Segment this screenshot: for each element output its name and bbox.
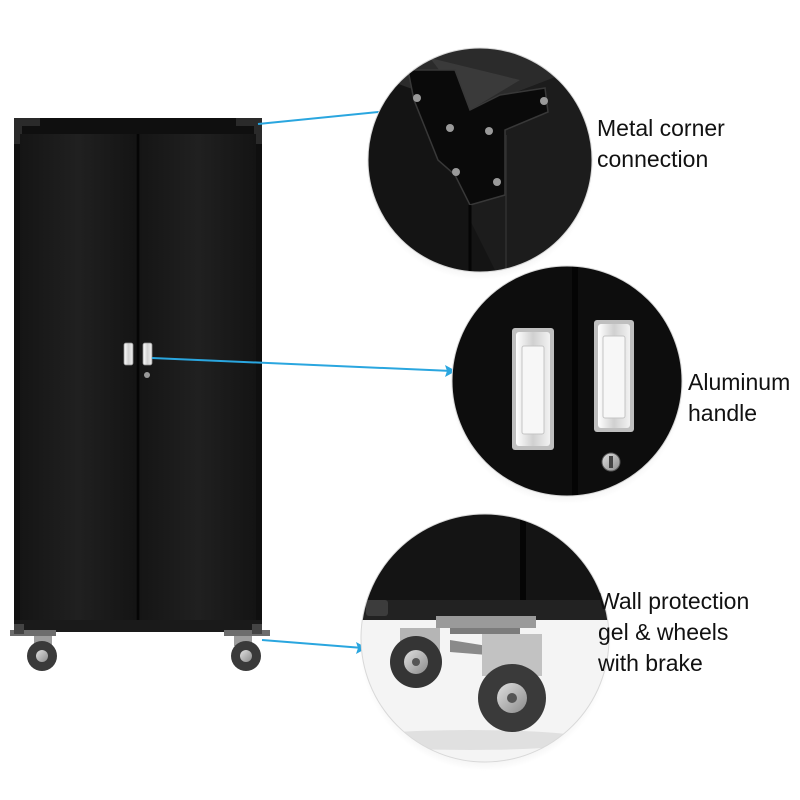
arrow-wheels (261, 639, 364, 649)
detail-circle-handle (450, 265, 684, 504)
callout-aluminum-handle: Aluminum handle (688, 367, 790, 429)
arrow-handle (151, 357, 453, 372)
bracket-bolts (413, 94, 548, 186)
left-door-handle (123, 342, 134, 366)
callout-handle-line1: Aluminum (688, 369, 791, 395)
callout-metal-corner: Metal corner connection (597, 113, 725, 175)
aluminum-handle-left-detail (512, 328, 554, 450)
wall-protection-gel-detail (366, 600, 388, 616)
door-lock (144, 372, 150, 378)
arrow-corner (257, 109, 399, 125)
callout-wheels-line1: Wall protection (598, 588, 750, 614)
right-caster-wheel (231, 636, 261, 671)
callout-corner-line2: connection (597, 146, 709, 172)
caster-wheel-front-detail (478, 634, 546, 732)
aluminum-handle-right-detail (594, 320, 634, 432)
callout-wheels-line3: with brake (598, 650, 703, 676)
cabinet-right-door (140, 134, 256, 620)
wall-protection-gel-left (14, 624, 24, 634)
caster-plate-left (10, 630, 56, 636)
caster-plate-right (224, 630, 270, 636)
callout-arrows (151, 104, 456, 654)
callout-corner-line1: Metal corner (597, 115, 725, 141)
callout-handle-line2: handle (688, 400, 758, 426)
caster-wheel-rear-detail (390, 628, 442, 688)
left-caster-wheel (27, 636, 57, 671)
cabinet-left-door (20, 134, 136, 620)
callout-wheels-line2: gel & wheels (598, 619, 729, 645)
detail-circle-corner (366, 47, 594, 280)
wall-protection-gel-right (252, 624, 262, 634)
cabinet-base (14, 620, 262, 632)
storage-cabinet (10, 118, 270, 671)
detail-circle-wheels (359, 513, 611, 771)
right-door-handle (142, 342, 153, 366)
callout-wheels-brake: Wall protection gel & wheels with brake (598, 586, 749, 679)
